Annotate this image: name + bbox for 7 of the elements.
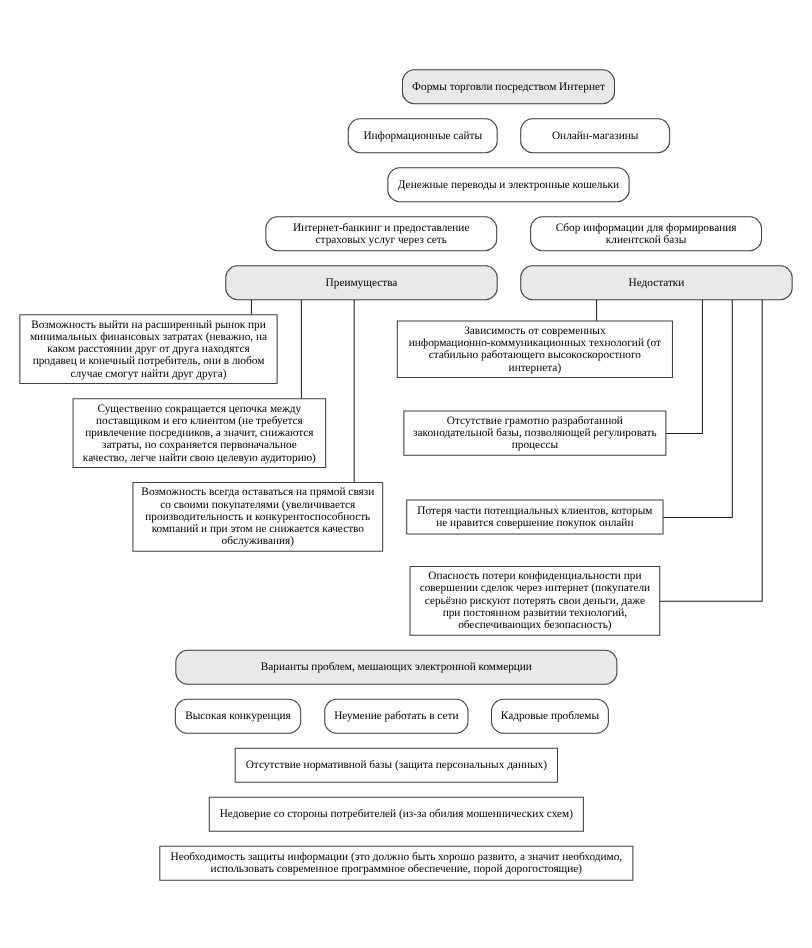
connector (659, 298, 763, 601)
connector (300, 298, 302, 398)
connector (596, 298, 598, 321)
connector (665, 298, 703, 434)
connector (662, 298, 733, 517)
connector (353, 298, 355, 482)
connector (250, 298, 252, 315)
